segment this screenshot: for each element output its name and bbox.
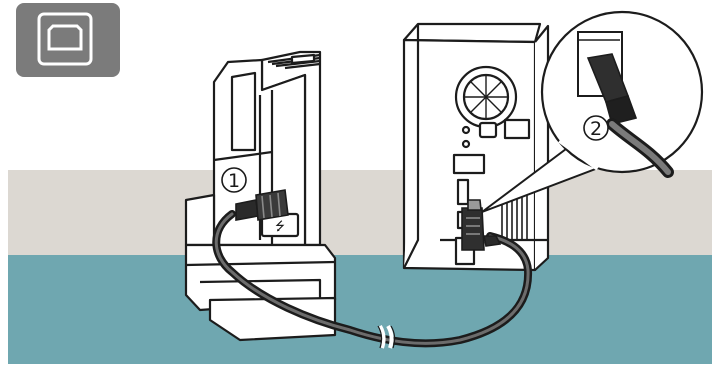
background-floor [8,255,712,364]
background-wall [8,170,712,255]
usb-port-symbol: ⭍ [275,219,285,233]
step-2-label: 2 [590,118,602,140]
usb-type-b-port-icon [16,3,120,77]
step-1-label: 1 [228,170,240,192]
step-1-marker: 1 [222,168,246,192]
